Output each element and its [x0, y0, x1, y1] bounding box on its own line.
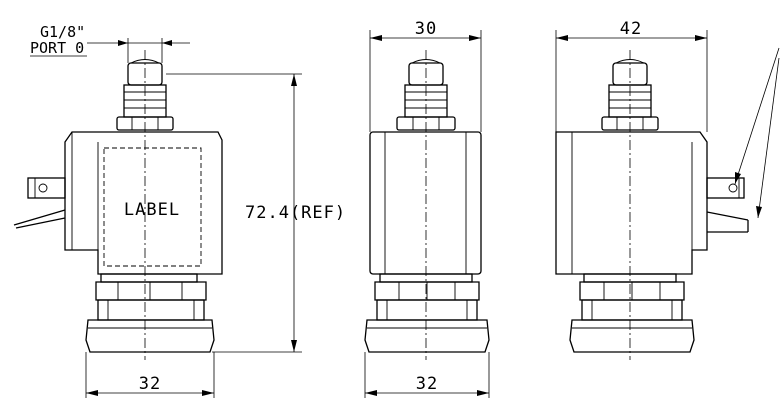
port-callout-line2: PORT 0	[30, 39, 84, 57]
height-dimension-text: 72.4(REF)	[245, 203, 346, 223]
rear-top-width-text: 42	[620, 19, 642, 39]
body-label-text: LABEL	[124, 200, 180, 220]
label-area	[103, 147, 202, 267]
rear-view: 42	[555, 19, 780, 360]
front-base-width-text: 32	[139, 374, 161, 394]
side-top-width-text: 30	[415, 19, 437, 39]
side-base-width-text: 32	[416, 374, 438, 394]
side-view: 30 32	[364, 19, 490, 398]
front-view: LABEL G1/8" PORT 0 72.4	[13, 23, 346, 398]
port-callout-line1: G1/8"	[40, 23, 85, 41]
